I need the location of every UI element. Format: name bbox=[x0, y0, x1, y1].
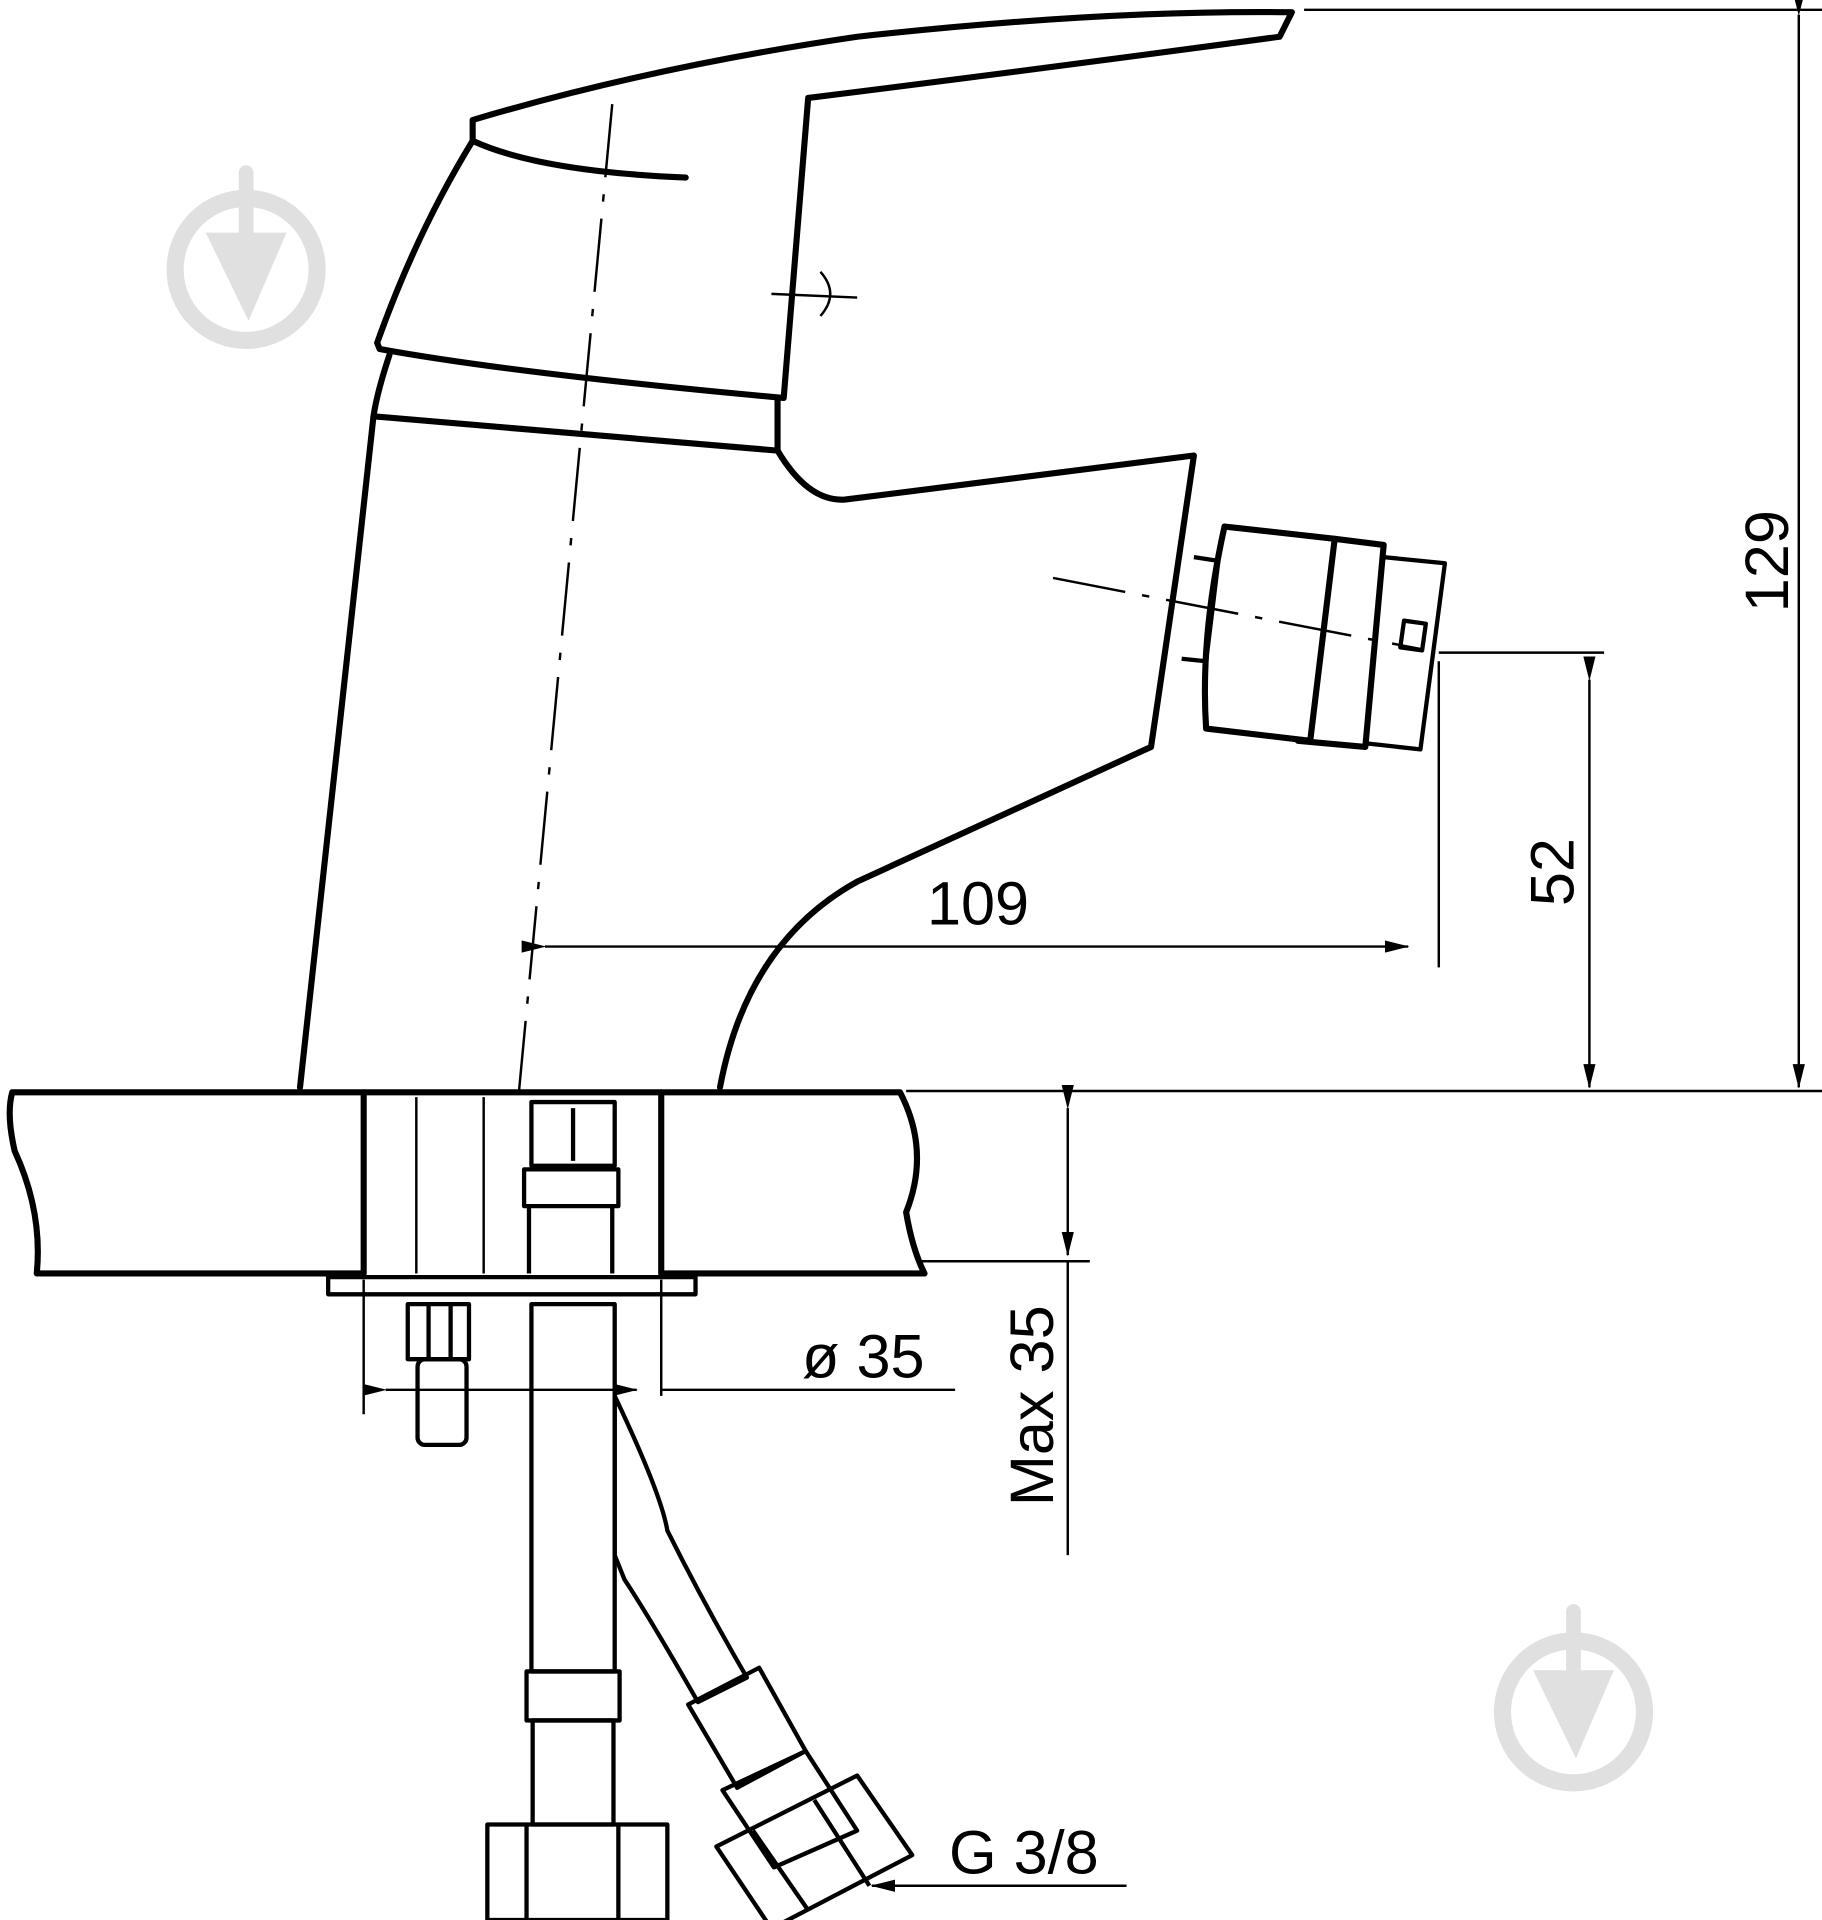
dimension-label-connection-thread: G 3/8 bbox=[949, 1818, 1099, 1886]
faucet-body bbox=[296, 8, 1448, 1103]
watermark-top-left bbox=[166, 165, 326, 349]
dimension-label-spout-reach: 109 bbox=[927, 869, 1029, 937]
dimension-label-hole-diameter: ø 35 bbox=[802, 1323, 925, 1391]
trowel-down-icon bbox=[1493, 1604, 1654, 1792]
dimension-label-outlet-height: 52 bbox=[1518, 838, 1586, 906]
dimension-label-total-height: 129 bbox=[1733, 510, 1801, 612]
trowel-down-icon bbox=[166, 165, 326, 349]
supply-hoses bbox=[485, 1301, 915, 1920]
dimension-label-max-thickness: Max 35 bbox=[998, 1305, 1066, 1506]
watermark-bottom-right bbox=[1493, 1604, 1654, 1792]
dimension-lines bbox=[362, 0, 1822, 1892]
countertop-section bbox=[6, 1089, 928, 1448]
